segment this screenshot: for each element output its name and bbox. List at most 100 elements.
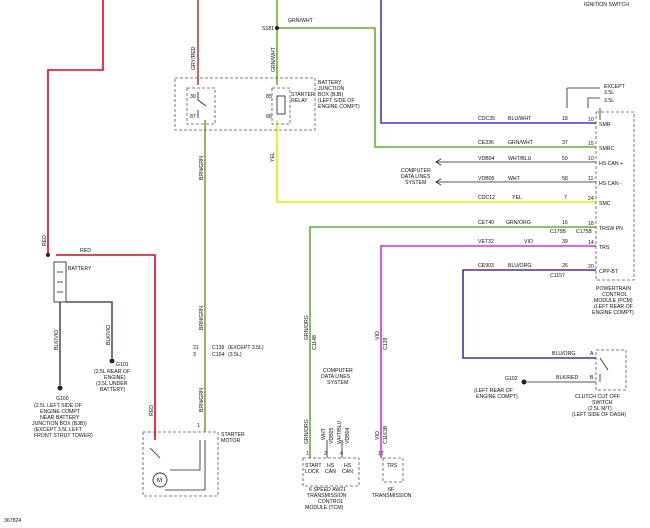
pcm-label-5: ENGINE COMPT): [592, 310, 634, 316]
g102-id: G102: [505, 376, 518, 382]
g101-ground-icon: [109, 358, 115, 364]
relay-pin-85: 85: [266, 94, 272, 100]
grn-org-label-2: GRN/ORG: [304, 419, 310, 444]
g100-ground-icon: [57, 385, 63, 391]
battery-symbol: [53, 261, 67, 303]
pcm-pin-trsw: TRSW PN: [599, 226, 623, 232]
starter-motor-outline: [142, 431, 219, 497]
connector-c175b-1: C175B: [550, 229, 566, 235]
pcm-pin-hscan-minus: HS CAN -: [599, 181, 622, 187]
g101-line-2: ENGINE): [104, 375, 126, 381]
trs-line-2: TRANSMISSION: [372, 493, 412, 499]
brn-grn-label-2: BRN/GRN: [199, 306, 205, 330]
g100-line-4: JUNCTION BOX (BJB)): [32, 421, 87, 427]
pin-a-cet40: 16: [562, 220, 568, 226]
battery-label: BATTERY: [68, 266, 92, 272]
s181-splice-dot: [275, 26, 279, 30]
c164-label: C164: [212, 352, 225, 358]
pcm-pin-hscan-plus: HS CAN +: [599, 161, 623, 167]
starter-relay-outline: [271, 87, 291, 125]
gry-red-label: GRY/RED: [191, 46, 197, 70]
data-lines2-2: DATA LINES: [321, 374, 351, 380]
pin-3: 3: [193, 352, 196, 358]
pcm-pinno-trs: 14: [588, 240, 594, 246]
pcm-pinno-smc: 24: [588, 196, 594, 202]
relay-switch: [197, 92, 207, 118]
bjb-label-3: BOX (BJB): [318, 92, 344, 98]
pcm-pin-smrc: SMRC: [599, 146, 615, 152]
circuit-cet40: CET40: [478, 220, 494, 226]
wire-blu-wht: [380, 0, 596, 124]
data-lines-3: SYSTEM: [405, 180, 426, 186]
pcm-label-3: MODULE (PCM): [594, 298, 633, 304]
g101-line-4: BATTERY): [100, 387, 125, 393]
g101-line-1: (2.5L REAR OF: [94, 369, 130, 375]
tcm-pin-hs2: HS: [344, 463, 352, 469]
color-ce336: GRN/WHT: [508, 140, 534, 146]
starter-pin-1: 1: [197, 423, 200, 429]
circuit-vdb04: VDB04: [478, 156, 495, 162]
splice-label: S181: [262, 26, 274, 32]
pcm-pinno-cpp: 20: [588, 264, 594, 270]
wht-label: WHT: [321, 427, 327, 440]
wire-red-feed: [47, 0, 104, 255]
pcm-pin-smc: SMC: [599, 201, 611, 207]
tcm-label-2: TRANSMISSION: [307, 493, 347, 499]
data-lines-arrow-1: [435, 158, 442, 166]
wht-blu-label: WHT/BLU: [337, 420, 343, 444]
g100-line-6: FRONT STRUT TOWER): [34, 433, 93, 439]
wire-except-35l: [566, 87, 600, 108]
g100-line-5: (EXCEPT 3.5L LEFT: [34, 427, 83, 433]
wire-red-battery-starter: [56, 254, 156, 440]
blk-vio-label-1: BLK/VIO: [54, 330, 60, 350]
except-label-b: 3.5L: [604, 90, 614, 96]
circuit-vdb05: VDB05: [478, 176, 495, 182]
wire-blu-org: [462, 269, 596, 359]
connector-c1157: C1157: [550, 273, 565, 279]
pcm-pin-trs: TRS: [599, 245, 610, 251]
relay-pin-87: 87: [190, 114, 196, 120]
tcm-pin-start: START: [305, 463, 322, 469]
pcm-label-2: CONTROL: [602, 292, 627, 298]
c139-label: C139: [212, 345, 225, 351]
data-lines-2: DATA LINES: [401, 174, 431, 180]
brn-grn-label-3: BRN/GRN: [199, 388, 205, 412]
clutch-label-3: (2.5L M/T): [588, 406, 612, 412]
wire-vio: [380, 245, 596, 458]
circuit-ce903: CE903: [478, 263, 494, 269]
trs-label: TRS: [387, 463, 398, 469]
ignition-switch-label: IGNITION SWITCH: [584, 2, 629, 8]
pcm-pinno-smrc: 15: [588, 141, 594, 147]
connector-c1163b: C1163B: [383, 425, 389, 444]
motor-symbol: [152, 472, 168, 488]
connector-c139: C139: [383, 337, 389, 350]
bjb-label-1: BATTERY: [318, 80, 342, 86]
g101-line-3: (3.5L UNDER: [96, 381, 128, 387]
data-lines-arrow-2: [435, 178, 442, 186]
relay-coil: [276, 95, 286, 115]
pcm-pinno-trsw: 18: [588, 221, 594, 227]
circuit-labels: CDC35 BLU/WHT 18 CE336 GRN/WHT 37 VDB04 …: [478, 116, 568, 269]
tcm-pin-hs1: HS: [327, 463, 335, 469]
except-label: EXCEPT: [604, 84, 626, 90]
vio-label-2: VIO: [375, 431, 381, 440]
bjb-label-5: ENGINE COMPT): [318, 104, 360, 110]
circuit-cdc35: CDC35: [478, 116, 495, 122]
data-lines2-1: COMPUTER: [323, 368, 353, 374]
grn-org-label-1: GRN/ORG: [304, 315, 310, 340]
only-35l-label: 3.5L: [604, 98, 614, 104]
starter-relay-label-1: STARTER: [291, 92, 315, 98]
g100-line-1: (2.5L LEFT SIDE OF: [34, 403, 82, 409]
yel-vertical-label: YEL: [270, 152, 276, 162]
relay-pin-30: 30: [190, 94, 196, 100]
tcm-pin-can1: CAN: [325, 469, 336, 475]
tcm-pin-can2: CAN: [342, 469, 353, 475]
starter-motor-label-2: MOTOR: [221, 438, 240, 444]
blk-vio-label-2: BLK/VIO: [106, 325, 112, 345]
circuit-cdc12: CDC12: [478, 195, 495, 201]
pin-21: 21: [193, 345, 199, 351]
trs-line-1: 6F: [388, 487, 394, 493]
color-vet32: VIO: [524, 239, 533, 245]
g100-line-3: NEAR BATTERY: [40, 415, 80, 421]
